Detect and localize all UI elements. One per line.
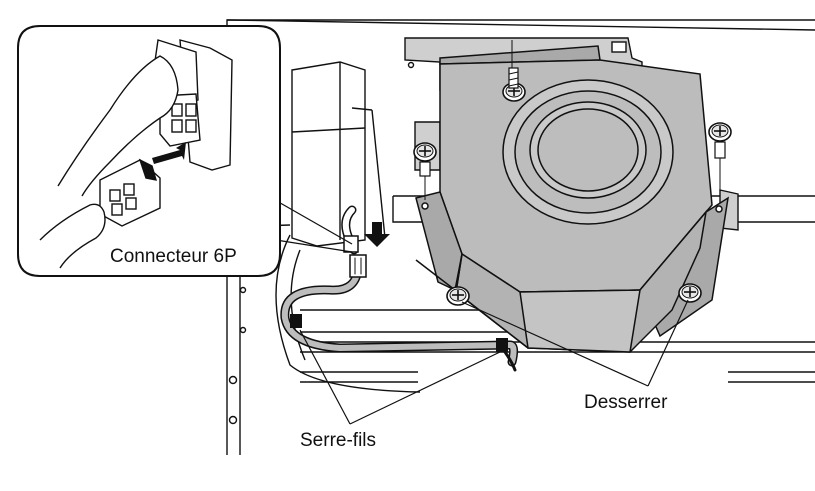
connector-label: Connecteur 6P: [110, 246, 237, 267]
duct-box: [291, 61, 386, 247]
cable-harness: [280, 205, 519, 372]
fan-unit: [415, 45, 729, 353]
screw-icon: [413, 40, 732, 200]
connector-detail-inset: [17, 25, 281, 277]
arrow-icon: [364, 222, 390, 247]
loosen-label: Desserrer: [584, 392, 668, 413]
cable-clamps-label: Serre-fils: [300, 430, 376, 451]
